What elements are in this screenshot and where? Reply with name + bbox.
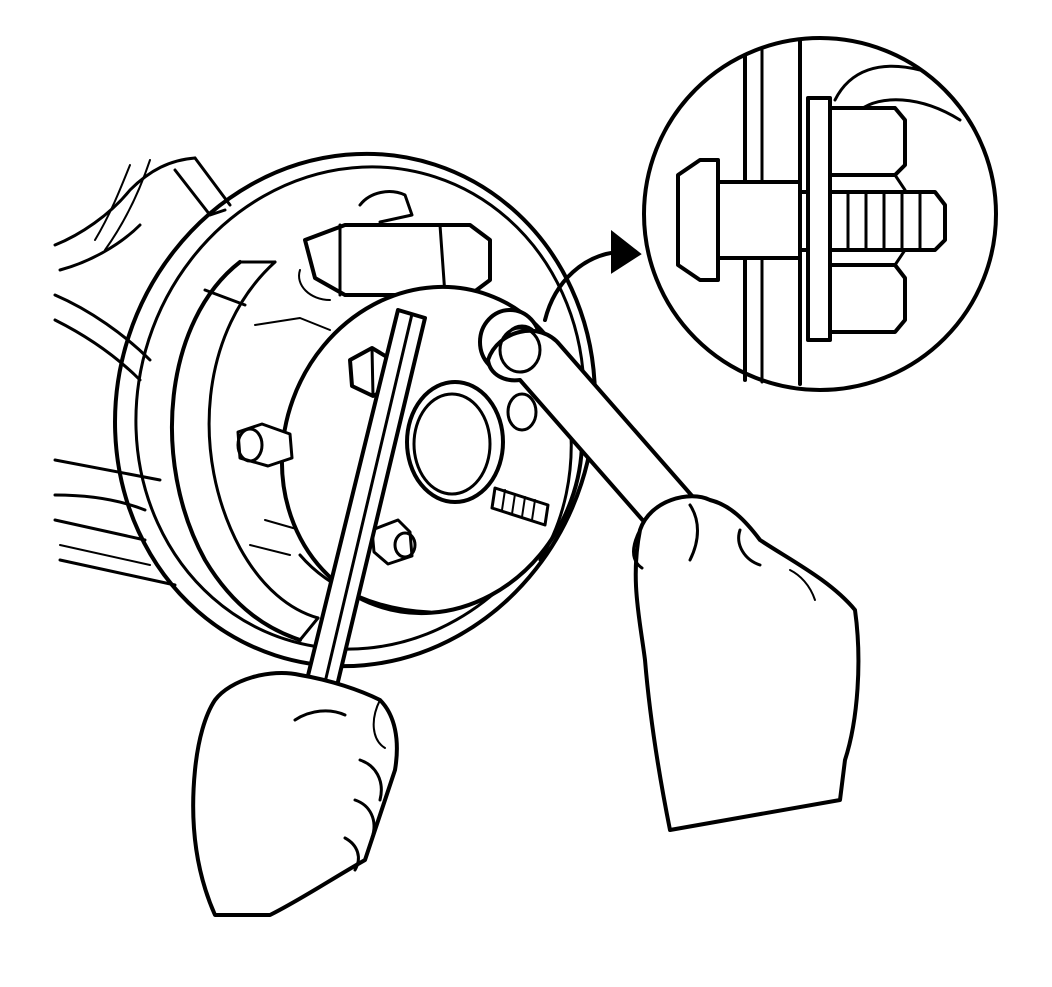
right-hand <box>632 494 861 832</box>
detail-arrow <box>543 229 642 322</box>
hub-bore <box>405 380 505 504</box>
wheel-stud <box>236 392 550 566</box>
box-wrench <box>486 326 702 542</box>
wheel-cylinder <box>298 190 492 301</box>
detail-stud-head <box>676 158 947 282</box>
chassis-arm <box>53 156 232 587</box>
detail-nut <box>806 96 907 342</box>
brake-shoe <box>170 260 331 642</box>
left-hand <box>191 670 399 917</box>
